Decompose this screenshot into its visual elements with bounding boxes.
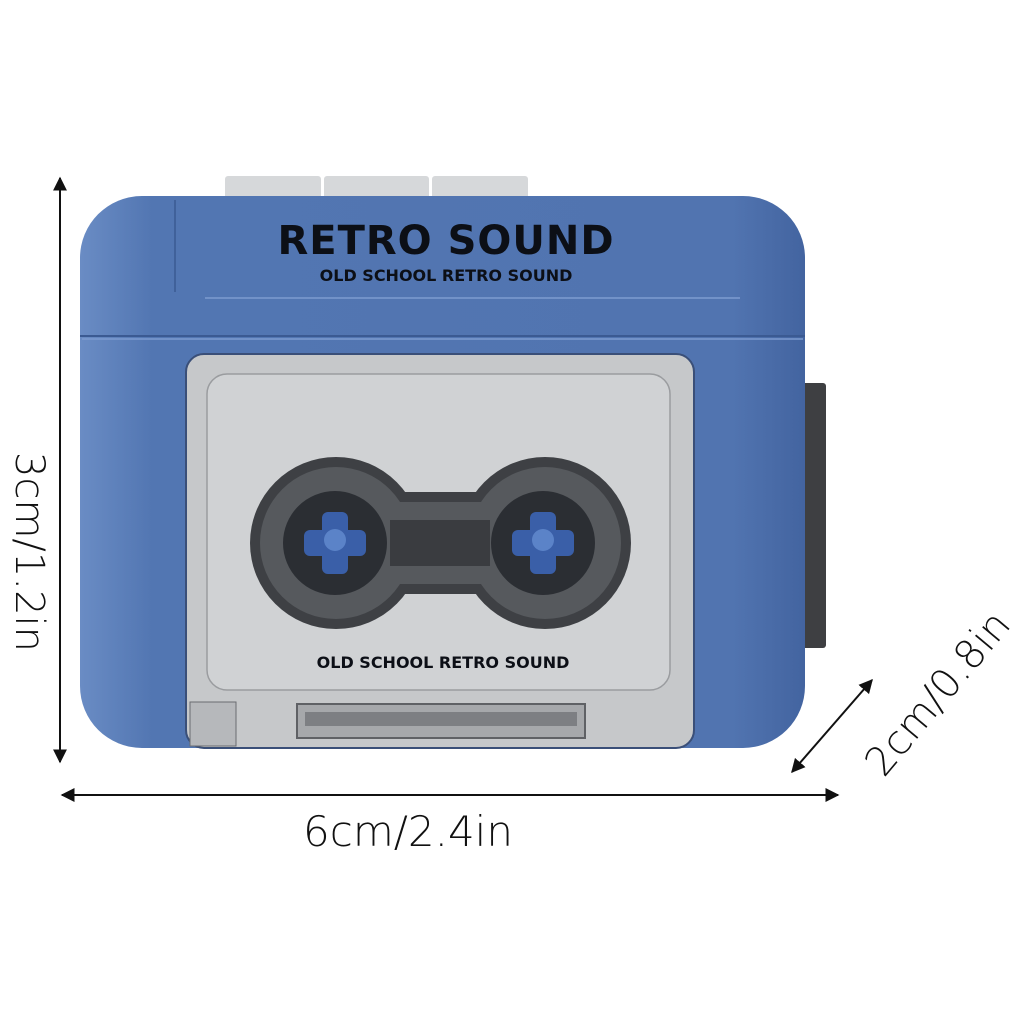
door-label: OLD SCHOOL RETRO SOUND — [317, 653, 570, 672]
brand-title: RETRO SOUND — [277, 218, 614, 264]
width-label: 6cm/2.4in — [303, 807, 513, 856]
right-reel — [491, 491, 595, 595]
top-buttons — [225, 176, 528, 200]
top-button-1 — [225, 176, 321, 200]
side-button — [800, 383, 826, 648]
left-reel — [283, 491, 387, 595]
top-button-3 — [432, 176, 528, 200]
depth-arrow — [791, 678, 873, 774]
door-hinge — [189, 701, 237, 747]
height-label: 3cm/1.2in — [6, 452, 52, 652]
brand-subtitle: OLD SCHOOL RETRO SOUND — [320, 266, 573, 285]
depth-label: 2cm/0.8in — [856, 602, 1020, 785]
tape-window — [390, 520, 490, 566]
top-button-2 — [324, 176, 429, 200]
slot-inner — [305, 712, 577, 726]
cassette-window — [250, 457, 631, 629]
